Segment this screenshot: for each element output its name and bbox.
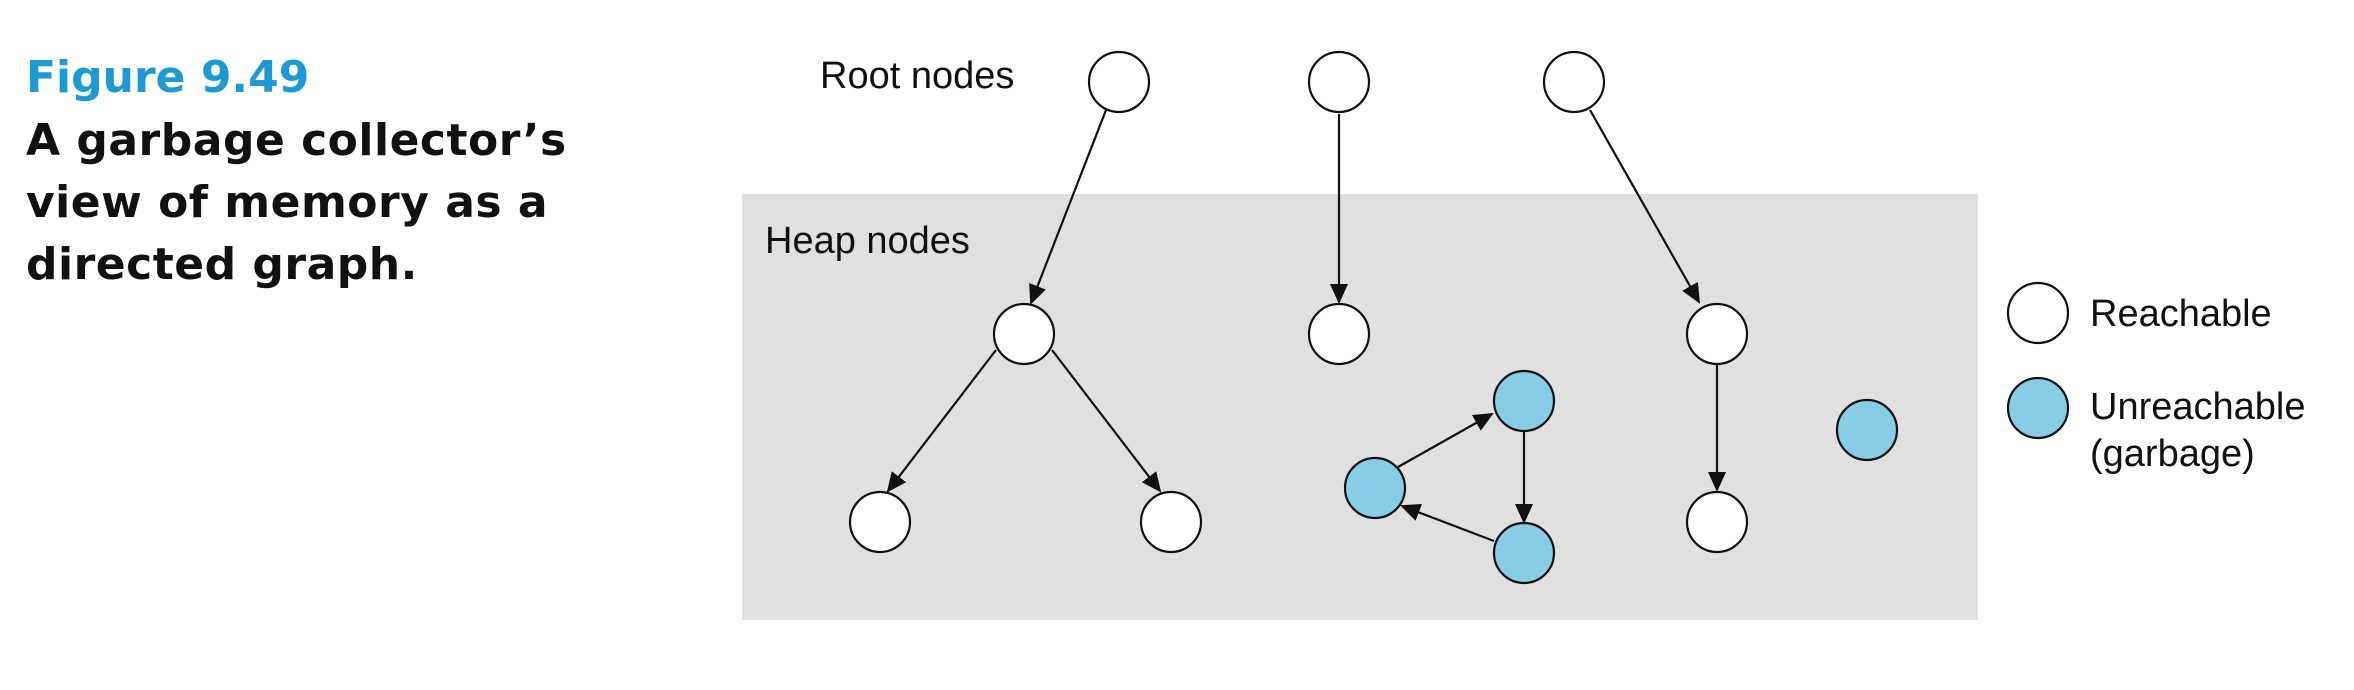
garbage-node-bottom	[1492, 521, 1556, 585]
garbage-node-top	[1492, 369, 1556, 433]
figure-label: Figure 9.49	[26, 52, 310, 103]
edge-heap-a-to-a1	[886, 349, 997, 493]
heap-node-c	[1685, 302, 1749, 366]
heap-node-b	[1307, 302, 1371, 366]
heap-node-a1	[848, 490, 912, 554]
garbage-heap-nodes	[1343, 369, 1899, 585]
root-nodes	[1087, 50, 1606, 114]
root-node-1	[1087, 50, 1151, 114]
legend-unreachable-sublabel: (garbage)	[2090, 433, 2255, 475]
heap-node-a	[992, 302, 1056, 366]
edge-root3-to-heap-c	[1589, 109, 1700, 304]
legend-unreachable-swatch	[2006, 376, 2070, 440]
reachable-heap-nodes	[848, 302, 1749, 554]
root-node-3	[1542, 50, 1606, 114]
heap-node-c1	[1685, 490, 1749, 554]
edge-root1-to-heap-a	[1029, 109, 1108, 305]
legend-unreachable-label: Unreachable	[2090, 386, 2305, 428]
figure-title-line-3: directed graph.	[26, 239, 418, 290]
figure-title-line-1: A garbage collector’s	[26, 115, 567, 166]
root-node-2	[1307, 50, 1371, 114]
figure-title-line-2: view of memory as a	[26, 177, 549, 228]
legend-reachable-swatch	[2006, 281, 2070, 345]
edges	[886, 109, 1726, 543]
edge-garbage-bottom-to-left	[1400, 503, 1495, 543]
heap-region	[742, 194, 1978, 620]
figure-title: A garbage collector’s view of memory as …	[26, 110, 567, 296]
root-nodes-label: Root nodes	[820, 55, 1014, 97]
legend-reachable-label: Reachable	[2090, 293, 2272, 335]
figure-caption: Figure 9.49 A garbage collector’s view o…	[26, 48, 567, 296]
heap-node-a2	[1139, 490, 1203, 554]
heap-nodes-label: Heap nodes	[765, 220, 970, 262]
garbage-node-left	[1343, 456, 1407, 520]
edge-garbage-left-to-top	[1397, 413, 1494, 468]
edge-heap-a-to-a2	[1051, 349, 1162, 493]
garbage-node-isolated	[1835, 398, 1899, 462]
legend: Reachable Unreachable (garbage)	[2006, 281, 2305, 475]
